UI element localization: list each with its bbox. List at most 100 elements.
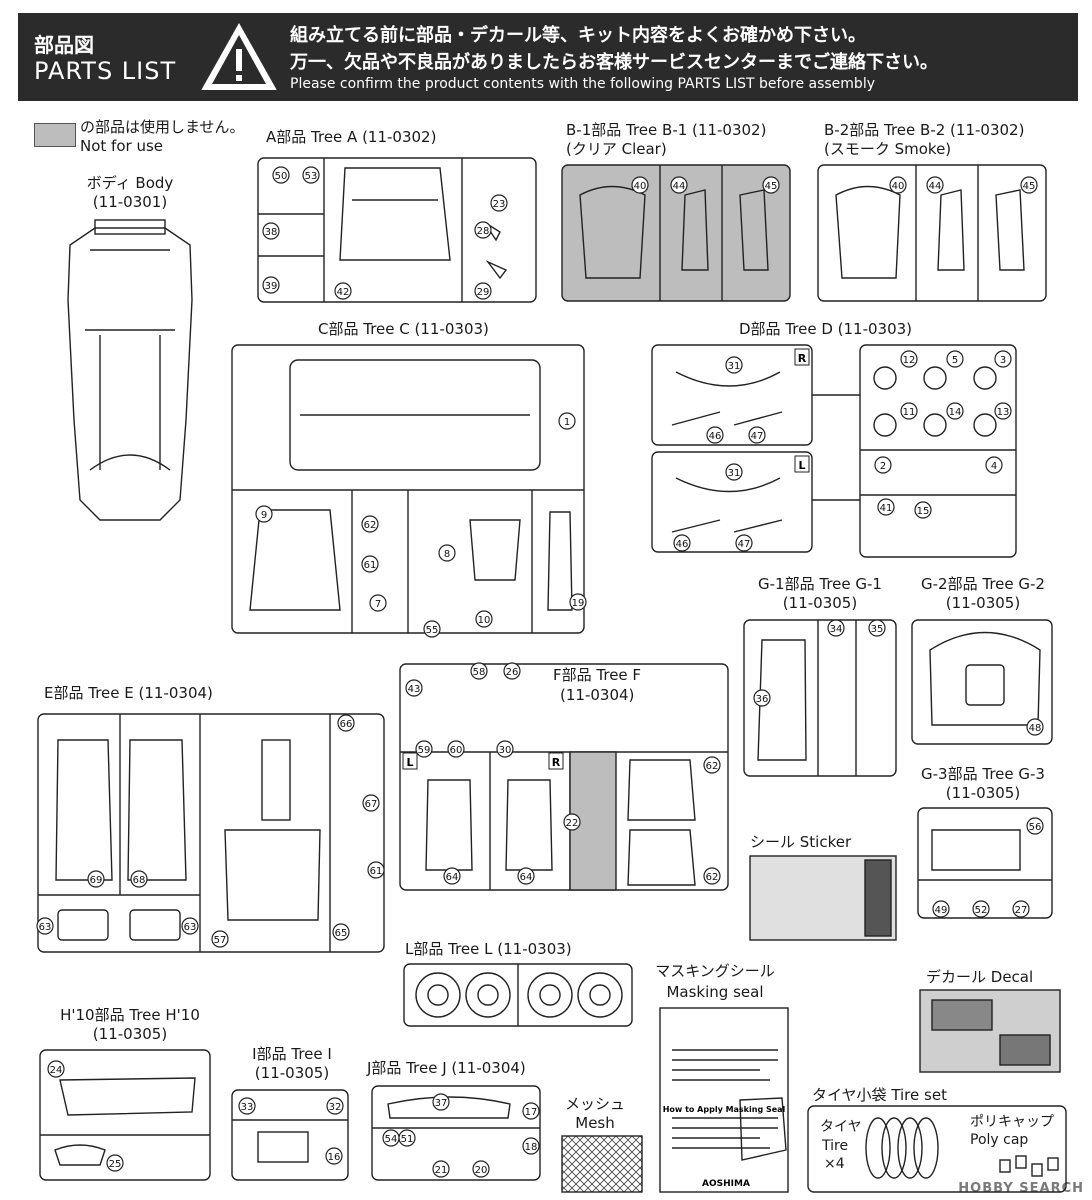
tree-d-frame [651, 344, 1017, 558]
svg-text:29: 29 [477, 287, 490, 298]
part-number-tree-d-31: 31 [725, 356, 743, 374]
svg-text:63: 63 [39, 922, 52, 933]
part-number-tree-f-43: 43 [405, 679, 423, 697]
part-number-tree-b2-45: 45 [1020, 176, 1038, 194]
part-number-tree-e-63: 63 [36, 917, 54, 935]
svg-text:61: 61 [364, 560, 377, 571]
part-number-tree-e-66: 66 [337, 714, 355, 732]
tree-l-label: L部品 Tree L (11-0303) [405, 940, 572, 958]
warning-triangle-icon [201, 22, 277, 90]
part-number-tree-i-32: 32 [326, 1097, 344, 1115]
svg-text:52: 52 [975, 905, 988, 916]
part-number-tree-e-69: 69 [87, 870, 105, 888]
part-number-tree-j-51: 51 [398, 1129, 416, 1147]
part-number-tree-b1-45: 45 [762, 176, 780, 194]
header-banner: 部品図 PARTS LIST 組み立てる前に部品・デカール等、キット内容をよくお… [18, 13, 1078, 101]
part-number-tree-j-21: 21 [432, 1160, 450, 1178]
tree-g1-code: (11-0305) [782, 594, 858, 612]
part-number-tree-c-1: 1 [558, 412, 576, 430]
masking-label-jp: マスキングシール [655, 962, 775, 980]
part-number-tree-f-64: 64 [443, 867, 461, 885]
svg-text:15: 15 [917, 506, 930, 517]
svg-text:54: 54 [385, 1134, 398, 1145]
tree-i-code: (11-0305) [254, 1064, 330, 1082]
svg-text:48: 48 [1029, 723, 1042, 734]
svg-text:55: 55 [426, 625, 439, 636]
tree-g3-label: G-3部品 Tree G-3 [921, 765, 1045, 783]
part-number-tree-f-60: 60 [447, 740, 465, 758]
part-number-tree-j-18: 18 [522, 1137, 540, 1155]
svg-text:35: 35 [871, 624, 884, 635]
svg-text:45: 45 [1023, 181, 1036, 192]
part-number-tree-g3-52: 52 [972, 900, 990, 918]
part-number-tree-d-47: 47 [748, 426, 766, 444]
tree-a-label: A部品 Tree A (11-0302) [266, 128, 437, 146]
masking-brand: AOSHIMA [702, 1179, 750, 1189]
part-number-tree-g3-27: 27 [1012, 900, 1030, 918]
tree-i-label: I部品 Tree I [252, 1045, 332, 1063]
part-number-tree-a-42: 42 [334, 282, 352, 300]
tree-j-frame [371, 1085, 541, 1181]
part-number-tree-c-19: 19 [569, 593, 587, 611]
svg-text:40: 40 [892, 181, 905, 192]
part-number-tree-f-62: 62 [703, 867, 721, 885]
part-number-tree-c-8: 8 [438, 544, 456, 562]
part-number-tree-g3-49: 49 [932, 900, 950, 918]
masking-sheet-title: How to Apply Masking Seal [663, 1105, 786, 1114]
tire-qty: ×4 [824, 1156, 845, 1172]
svg-text:47: 47 [738, 539, 751, 550]
svg-text:33: 33 [241, 1102, 254, 1113]
tree-g1-label: G-1部品 Tree G-1 [758, 575, 882, 593]
part-number-tree-f-22: 22 [563, 813, 581, 831]
tree-h10-code: (11-0305) [92, 1025, 168, 1043]
svg-text:68: 68 [133, 875, 146, 886]
tree-e-frame [37, 713, 385, 953]
svg-text:36: 36 [756, 694, 769, 705]
svg-text:63: 63 [184, 922, 197, 933]
svg-text:8: 8 [444, 549, 450, 560]
svg-text:38: 38 [265, 227, 278, 238]
sticker-sheet [749, 855, 897, 941]
part-number-tree-i-33: 33 [238, 1097, 256, 1115]
svg-text:58: 58 [473, 667, 486, 678]
tree-f-label: F部品 Tree F [553, 666, 642, 684]
svg-text:37: 37 [435, 1098, 448, 1109]
part-number-tree-f-58: 58 [470, 662, 488, 680]
svg-text:14: 14 [949, 407, 962, 418]
tree-h10-frame [39, 1049, 211, 1181]
svg-text:24: 24 [50, 1065, 63, 1076]
part-number-tree-j-54: 54 [382, 1129, 400, 1147]
svg-text:64: 64 [520, 872, 533, 883]
side-mark-R: R [548, 752, 564, 770]
tree-g3-frame [917, 807, 1053, 919]
svg-text:27: 27 [1015, 905, 1028, 916]
part-number-tree-j-17: 17 [522, 1102, 540, 1120]
part-number-tree-f-30: 30 [496, 740, 514, 758]
legend-en: Not for use [80, 137, 163, 155]
svg-text:7: 7 [375, 599, 381, 610]
tree-c-label: C部品 Tree C (11-0303) [318, 320, 489, 338]
side-mark-L: L [794, 455, 810, 473]
svg-text:60: 60 [450, 745, 463, 756]
svg-text:4: 4 [991, 461, 997, 472]
svg-text:44: 44 [929, 181, 942, 192]
side-mark-R: R [794, 348, 810, 366]
svg-text:R: R [552, 756, 561, 769]
part-number-tree-d-47: 47 [735, 534, 753, 552]
svg-text:47: 47 [751, 431, 764, 442]
svg-text:9: 9 [261, 510, 267, 521]
svg-text:21: 21 [435, 1165, 448, 1176]
legend-jp: の部品は使用しません。 [80, 118, 245, 136]
svg-text:62: 62 [706, 872, 719, 883]
part-number-tree-g1-35: 35 [868, 619, 886, 637]
tree-g2-code: (11-0305) [945, 594, 1021, 612]
svg-text:44: 44 [673, 181, 686, 192]
tree-e-label: E部品 Tree E (11-0304) [44, 684, 213, 702]
part-number-tree-a-38: 38 [262, 222, 280, 240]
svg-text:16: 16 [328, 1152, 341, 1163]
polycap-jp: ポリキャップ [970, 1114, 1054, 1130]
part-number-tree-d-11: 11 [900, 402, 918, 420]
part-number-tree-e-61: 61 [367, 861, 385, 879]
svg-text:62: 62 [706, 761, 719, 772]
